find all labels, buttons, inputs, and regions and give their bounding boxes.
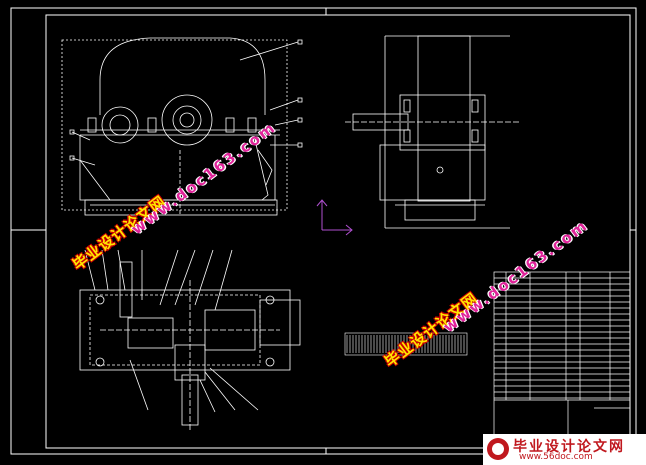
- logo-title: 毕业设计论文网: [513, 439, 625, 455]
- drawing-frame: [10, 7, 637, 455]
- scale-strip: [344, 332, 468, 356]
- front-view: [61, 37, 303, 216]
- title-block: [493, 271, 631, 449]
- top-view: [79, 249, 301, 430]
- site-logo: 毕业设计论文网 www.56doc.com: [483, 434, 646, 465]
- logo-badge-icon: [487, 438, 509, 460]
- logo-url: www.56doc.com: [519, 452, 593, 462]
- side-view: [345, 35, 520, 229]
- ucs-axis-icon: [316, 199, 353, 236]
